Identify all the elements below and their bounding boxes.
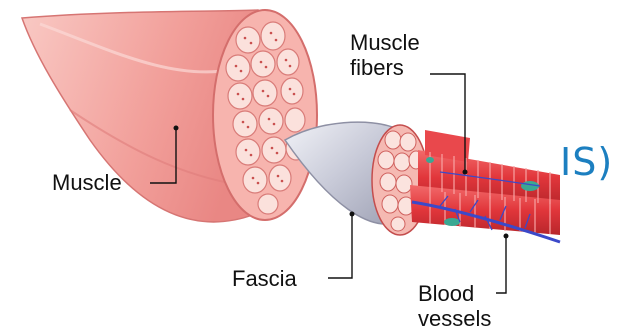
label-muscle-fibers: Muscle fibers xyxy=(350,30,420,80)
label-fascia: Fascia xyxy=(232,266,297,291)
label-muscle-fibers-line2: fibers xyxy=(350,55,420,80)
leader-fascia xyxy=(328,214,352,278)
label-blood-vessels-line2: vessels xyxy=(418,306,491,331)
muscle-cross-section xyxy=(213,10,317,220)
label-blood-vessels-line1: Blood xyxy=(418,281,491,306)
label-muscle: Muscle xyxy=(52,170,122,195)
leader-blood xyxy=(496,236,506,293)
label-muscle-fibers-line1: Muscle xyxy=(350,30,420,55)
clipped-text-fragment: IS) xyxy=(560,140,613,184)
label-blood-vessels: Blood vessels xyxy=(418,281,491,331)
